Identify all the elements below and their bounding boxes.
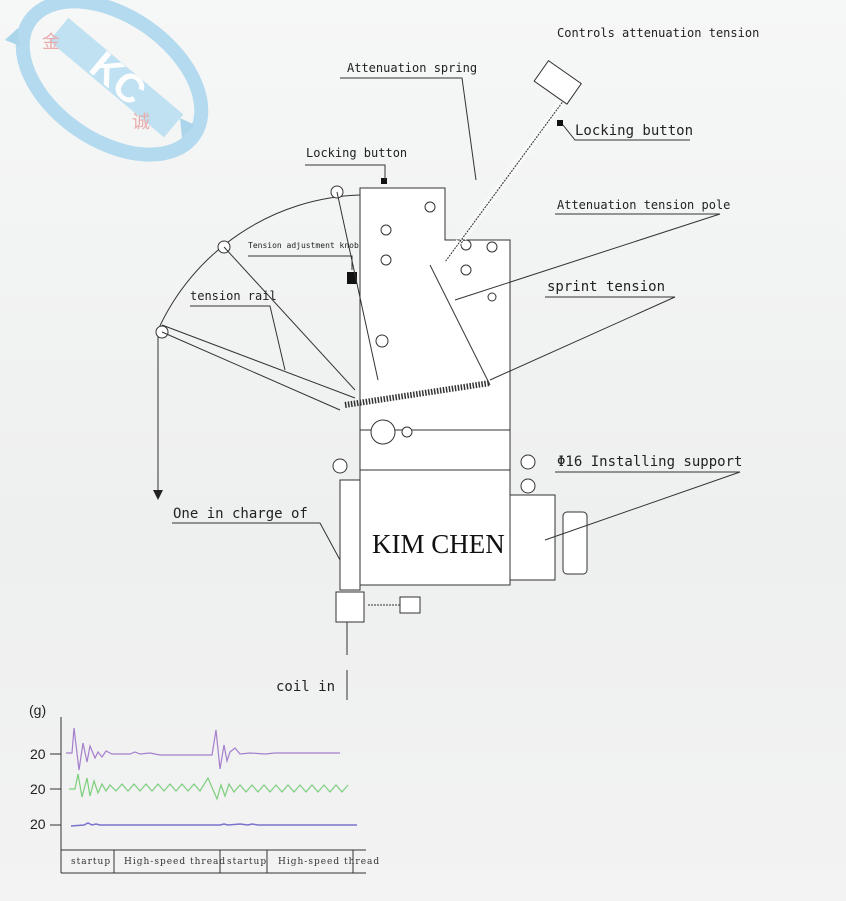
coil-guide xyxy=(335,591,365,623)
tension-chart: (g) 20 20 20 startup High-speed thread s… xyxy=(29,702,380,874)
series-bottom xyxy=(70,822,357,827)
label-installing-support: Φ16 Installing support xyxy=(557,454,742,470)
label-tension-adjustment-knob: Tension adjustment knob xyxy=(248,241,359,250)
sprint-tension-spring xyxy=(344,380,491,408)
label-locking-button-right: Locking button xyxy=(575,123,693,139)
y-tick: 20 xyxy=(30,816,46,832)
locking-button-top[interactable] xyxy=(381,178,387,184)
svg-text:金: 金 xyxy=(42,32,60,53)
tension-adjustment-knob[interactable] xyxy=(347,272,357,284)
y-tick: 20 xyxy=(30,746,46,762)
adjust-screw xyxy=(399,596,421,614)
support-knob xyxy=(562,511,588,575)
arrow-down-icon xyxy=(153,490,163,500)
label-tension-rail: tension rail xyxy=(190,289,277,303)
support xyxy=(509,494,556,581)
pulley-disk xyxy=(339,479,361,591)
series-middle xyxy=(69,773,349,801)
kc-logo: KC 金 诚 xyxy=(5,0,209,162)
housing xyxy=(359,469,511,586)
tension-arc xyxy=(157,194,361,495)
label-coil-in: coil in xyxy=(276,679,335,695)
phase-label: High-speed thread xyxy=(278,857,380,867)
label-controls-attenuation-tension: Controls attenuation tension xyxy=(557,26,759,40)
chart-unit: (g) xyxy=(29,702,46,718)
phase-label: startup xyxy=(227,857,267,867)
label-attenuation-tension-pole: Attenuation tension pole xyxy=(557,198,730,212)
control-knob[interactable] xyxy=(533,60,582,105)
y-tick: 20 xyxy=(30,781,46,797)
series-top xyxy=(66,727,340,771)
svg-text:诚: 诚 xyxy=(132,112,150,133)
phase-label: High-speed thread xyxy=(124,857,226,867)
phase-label: startup xyxy=(71,857,111,867)
brand-label: KIM CHEN xyxy=(372,529,505,559)
label-sprint-tension: sprint tension xyxy=(547,279,665,295)
label-one-in-charge-of: One in charge of xyxy=(173,506,308,522)
label-locking-button-top: Locking button xyxy=(306,146,407,160)
label-attenuation-spring: Attenuation spring xyxy=(347,61,477,75)
locking-button-right[interactable] xyxy=(557,120,563,126)
